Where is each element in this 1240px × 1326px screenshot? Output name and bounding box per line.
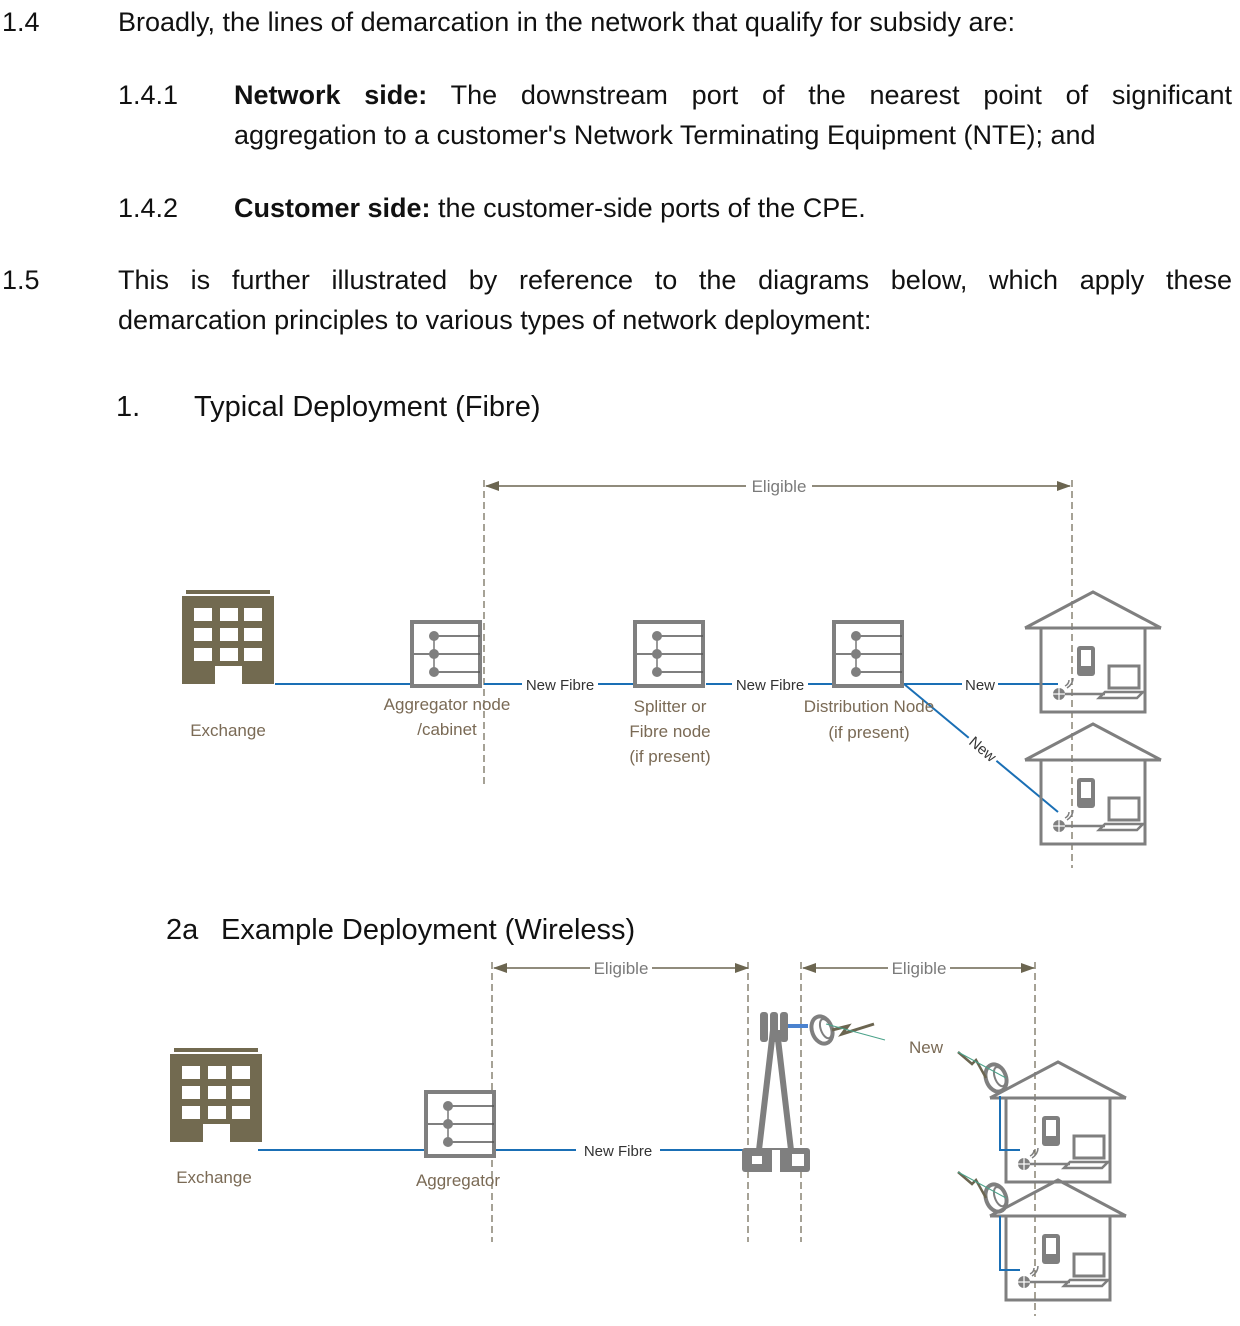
distribution-label: (if present) — [828, 723, 909, 742]
section-text: Broadly, the lines of demarcation in the… — [118, 7, 1015, 37]
aggregator-label: Aggregator node — [384, 695, 511, 714]
customer-premises — [957, 1171, 1128, 1302]
distribution-label: Distribution Node — [804, 697, 934, 716]
exchange-building-icon — [182, 590, 274, 690]
item-text: The downstream port of the nearest point… — [427, 80, 1232, 110]
eligible-label: Eligible — [594, 959, 649, 978]
aggregator-node-icon — [410, 620, 482, 688]
diagram-number: 1. — [116, 391, 141, 423]
aggregator-node-icon — [424, 1090, 496, 1158]
link-label: New — [965, 677, 995, 694]
splitter-node-icon — [633, 620, 705, 688]
item-number: 1.4.2 — [118, 193, 179, 223]
customer-premises — [957, 1051, 1128, 1184]
aggregator-label: /cabinet — [417, 720, 477, 739]
item-bold-label: Network side: — [234, 80, 428, 110]
aggregator-label: Aggregator — [416, 1171, 500, 1190]
diagram-number: 2a — [166, 914, 199, 946]
cell-tower-icon — [742, 1011, 886, 1172]
diagram-fibre: Eligible New Fibre New Fibre New New Exc… — [182, 475, 1163, 868]
customer-house-icon — [988, 1178, 1128, 1302]
splitter-label: Splitter or — [634, 697, 707, 716]
link-label: New Fibre — [736, 677, 804, 694]
item-bold-label: Customer side: — [234, 193, 431, 223]
customer-house-icon — [1023, 722, 1163, 846]
item-number: 1.4.1 — [118, 80, 179, 110]
section-number: 1.4 — [2, 7, 40, 37]
link-label: New Fibre — [526, 677, 594, 694]
item-text-line: Customer side: the customer-side ports o… — [234, 188, 866, 228]
eligible-label: Eligible — [892, 959, 947, 978]
item-text-line: aggregation to a customer's Network Term… — [234, 120, 1096, 150]
link-label: New Fibre — [584, 1143, 652, 1160]
splitter-label: (if present) — [629, 747, 710, 766]
section-number: 1.5 — [2, 265, 40, 295]
diagram-title: Typical Deployment (Fibre) — [194, 391, 541, 423]
diagram-title: Example Deployment (Wireless) — [221, 914, 636, 946]
customer-house-icon — [988, 1060, 1128, 1184]
splitter-label: Fibre node — [629, 722, 710, 741]
wireless-link-label: New — [909, 1038, 944, 1057]
diagram-wireless: Eligible Eligible New Fibre Exchange Agg… — [170, 958, 1128, 1316]
customer-house-icon — [1023, 590, 1163, 714]
exchange-label: Exchange — [190, 721, 266, 740]
section-text-line: This is further illustrated by reference… — [118, 265, 1232, 295]
item-text-line: Network side: The downstream port of the… — [234, 75, 1232, 115]
section-text-line: demarcation principles to various types … — [118, 305, 872, 335]
eligible-label: Eligible — [752, 477, 807, 496]
item-text: the customer-side ports of the CPE. — [430, 193, 866, 223]
exchange-label: Exchange — [176, 1168, 252, 1187]
exchange-building-icon — [170, 1048, 262, 1148]
distribution-node-icon — [832, 620, 904, 688]
